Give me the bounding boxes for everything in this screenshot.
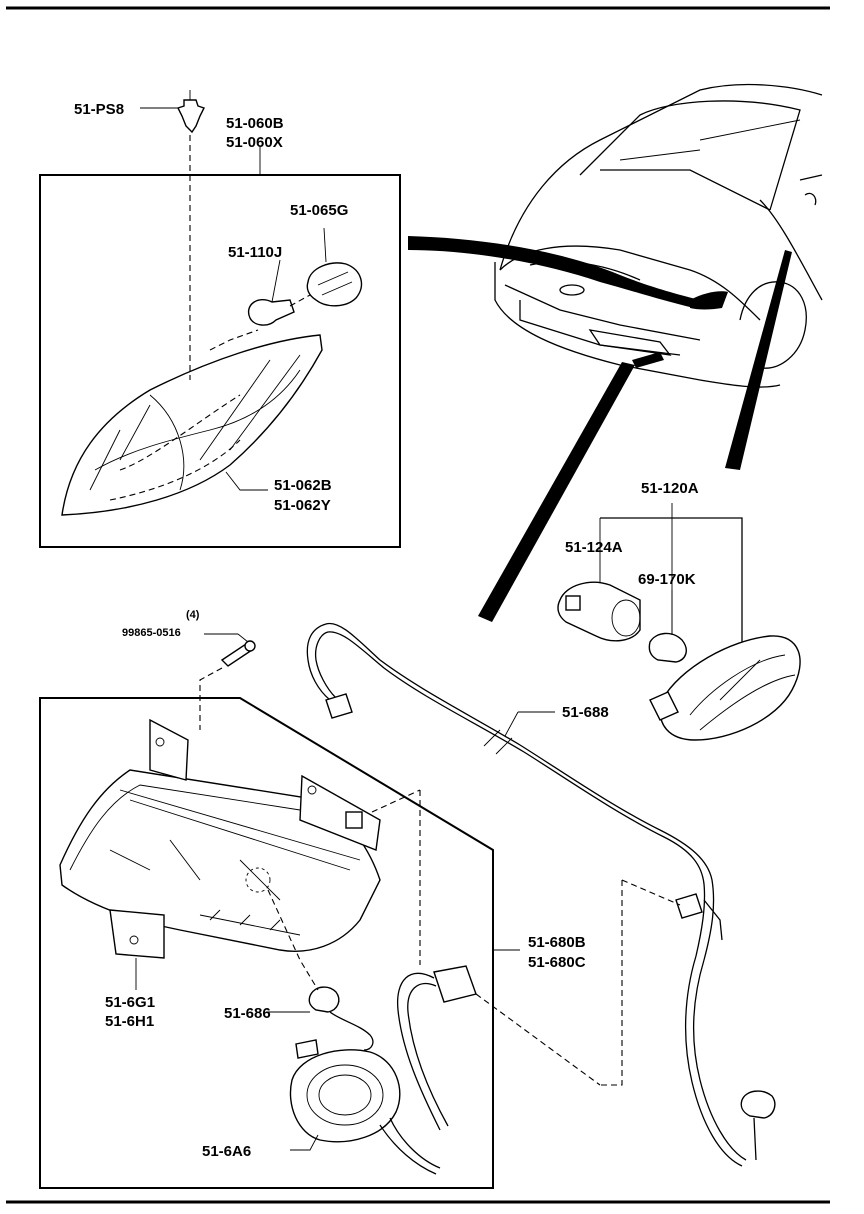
turn-lamp-lens — [61, 334, 323, 516]
callout-pointer-turn-lamp — [408, 236, 700, 308]
clip-51-ps8 — [140, 90, 205, 134]
bulb-69-170k — [648, 632, 687, 663]
car-illustration — [494, 83, 823, 470]
label-51-686: 51-686 — [224, 1005, 271, 1022]
label-51-120a: 51-120A — [641, 480, 699, 497]
wiring-harness-51-688 — [306, 622, 776, 1167]
label-51-6g1: 51-6G1 — [105, 994, 155, 1011]
label-99865-0516: 99865-0516 — [122, 627, 181, 639]
side-marker-lens — [659, 635, 801, 741]
label-69-170k: 69-170K — [638, 571, 696, 588]
fog-lamp-box — [39, 697, 601, 1189]
side-marker-lamp — [557, 503, 801, 741]
fog-lamp-bracket-left — [149, 718, 189, 781]
bulb-51-110j — [247, 299, 295, 326]
callout-pointer-fog-lamp — [478, 362, 635, 622]
label-51-680c: 51-680C — [528, 954, 586, 971]
label-51-065g: 51-065G — [290, 202, 348, 219]
turn-lamp-box — [39, 135, 401, 548]
fog-lamp-bracket-right — [299, 774, 381, 851]
label-51-124a: 51-124A — [565, 539, 623, 556]
socket-51-6a6 — [289, 1049, 401, 1143]
label-51-062b: 51-062B — [274, 477, 332, 494]
fog-lamp-bracket-bottom — [109, 909, 165, 959]
screw-99865-0516 — [199, 633, 256, 730]
connector-harness-top — [325, 693, 353, 719]
connector-harness-mid — [675, 893, 703, 919]
socket-51-124a — [557, 581, 641, 642]
label-51-6h1: 51-6H1 — [105, 1013, 154, 1030]
bulb-51-686 — [308, 986, 340, 1013]
label-51-688: 51-688 — [562, 704, 609, 721]
socket-51-065g — [306, 262, 363, 307]
connector-51-680b — [433, 965, 477, 1003]
label-qty-4: (4) — [186, 609, 200, 621]
label-51-6a6: 51-6A6 — [202, 1143, 251, 1160]
label-51-060x: 51-060X — [226, 134, 283, 151]
connector-harness-end — [740, 1090, 776, 1119]
label-51-060b: 51-060B — [226, 115, 284, 132]
label-51-110j: 51-110J — [228, 244, 282, 261]
label-51-ps8: 51-PS8 — [74, 101, 124, 118]
label-51-062y: 51-062Y — [274, 497, 331, 514]
label-51-680b: 51-680B — [528, 934, 586, 951]
